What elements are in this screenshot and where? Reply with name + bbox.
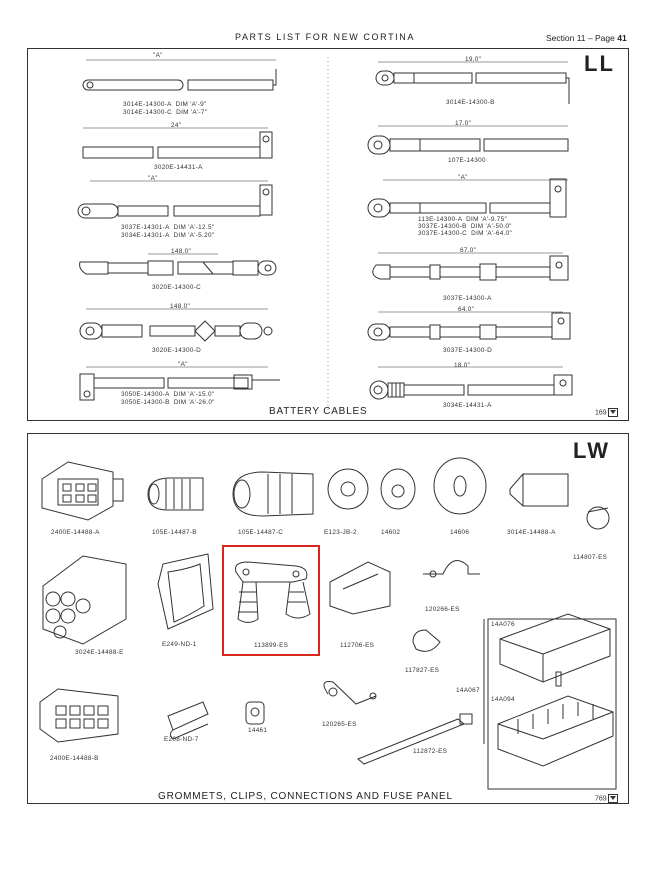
part-number: 3014E-14300-B: [446, 99, 495, 106]
dim-label: "A": [148, 175, 158, 182]
clip-120266-ES: [423, 560, 480, 578]
dim-label: 148.0": [171, 248, 192, 255]
part-number: 3014E-14300-A DIM 'A'-9" 3014E-14300-C D…: [123, 101, 208, 116]
cable-3034E-14431-A: [369, 366, 573, 400]
clip-120265-ES: [323, 681, 377, 705]
highlighted-part-box: [222, 545, 320, 656]
grommet-14602: [380, 468, 416, 510]
dim-label: 18.0": [454, 362, 471, 369]
part-number: 120265-ES: [322, 721, 357, 728]
panel-caption: GROMMETS, CLIPS, CONNECTIONS AND FUSE PA…: [158, 791, 453, 802]
cable-3014E-14300-A: [82, 59, 277, 91]
clip-117827-ES: [412, 629, 441, 652]
cable-3014E-14300-B: [375, 61, 570, 104]
dim-label: 67.0": [460, 247, 477, 254]
part-number: E123-JB-2: [324, 529, 357, 536]
battery-cables-panel: LL "A" 24" "A" 148.0" 148.0" "A" 19.0" 1…: [27, 48, 629, 421]
part-number: 3014E-14488-A: [507, 529, 556, 536]
part-number: E208-ND-7: [164, 736, 199, 743]
clip-E249-ND-1: [157, 553, 214, 630]
connector-2400E-14488-A: [41, 461, 124, 521]
part-number: 3037E-14300-D: [443, 347, 493, 354]
part-number: 3020E-14300-C: [152, 284, 202, 291]
section-text: Section 11 – Page: [546, 33, 615, 43]
dim-label: "A": [153, 52, 163, 59]
dim-label: "A": [458, 174, 468, 181]
part-number: 113899-ES: [254, 642, 289, 649]
page-title: PARTS LIST FOR NEW CORTINA: [235, 32, 415, 42]
part-number: 3050E-14300-A DIM 'A'-15.0" 3050E-14300-…: [121, 391, 215, 406]
panel-page-number: 769: [595, 794, 618, 803]
part-number: 14606: [450, 529, 470, 536]
part-number: 112706-ES: [340, 642, 375, 649]
page-number-text: 169: [595, 409, 607, 417]
part-number: 3037E-14300-A: [443, 295, 492, 302]
part-number: 105E-14487-B: [152, 529, 197, 536]
connector-3024E-14488-E: [42, 555, 127, 645]
grommet-105E-14487-C: [232, 471, 314, 517]
part-number: 3020E-14431-A: [154, 164, 203, 171]
part-number: 3034E-14431-A: [443, 402, 492, 409]
part-number: 14A067: [456, 687, 480, 694]
page-number: 41: [617, 33, 627, 43]
clip-E208-ND-7: [167, 701, 209, 740]
connector-2400E-14488-B: [39, 688, 119, 743]
flag-icon: [607, 408, 618, 417]
part-number: 105E-14487-C: [238, 529, 284, 536]
part-number: E249-ND-1: [162, 641, 197, 648]
dim-label: 64.0": [458, 306, 475, 313]
cable-3020E-14300-D: [79, 308, 273, 342]
grommets-clips-illustrations: [39, 457, 617, 790]
part-number: 14461: [248, 727, 268, 734]
cable-107E-14300: [367, 125, 569, 155]
tie-112872-ES: [357, 713, 473, 765]
battery-cables-illustrations: [77, 57, 573, 411]
part-number: 113E-14300-A DIM 'A'-9.75" 3037E-14300-B…: [418, 216, 513, 237]
panel-page-number: 169: [595, 408, 618, 417]
part-number: 3020E-14300-D: [152, 347, 202, 354]
dim-label: 24": [171, 122, 182, 129]
dim-label: 19.0": [465, 56, 482, 63]
grommet-14606: [433, 457, 487, 515]
cable-3037E-14300-A: [372, 252, 569, 281]
dim-label: 17.0": [455, 120, 472, 127]
boot-3014E-14488-A: [509, 473, 569, 507]
cable-3050E-14300-A: [79, 366, 280, 401]
part-number: 2400E-14488-A: [51, 529, 100, 536]
grommets-clips-panel: LW 2400E-14488-A 105E-14487-B 105E-14487…: [27, 433, 629, 804]
fuse-panel-14A076: [483, 613, 617, 790]
grommet-113899-ES: [235, 561, 311, 623]
flag-icon: [607, 794, 618, 803]
cable-113E-14300-A: [367, 178, 568, 218]
cable-3037E-14300-D: [367, 311, 571, 341]
grommet-E123-JB-2: [327, 468, 369, 510]
part-number: 112872-ES: [413, 748, 448, 755]
part-number: 14A094: [491, 696, 515, 703]
part-number: 14A076: [491, 621, 515, 628]
dim-label: 148.0": [170, 303, 191, 310]
section-badge-ll: LL: [584, 51, 615, 76]
part-number: 114807-ES: [573, 554, 608, 561]
panel-caption: BATTERY CABLES: [269, 406, 368, 417]
cable-3020E-14431-A: [82, 127, 273, 159]
part-number: 3024E-14488-E: [75, 649, 124, 656]
part-number: 107E-14300: [448, 157, 486, 164]
part-number: 120266-ES: [425, 606, 460, 613]
section-label: Section 11 – Page 41: [546, 33, 627, 43]
clip-112706-ES: [329, 561, 391, 615]
part-number: 117827-ES: [405, 667, 440, 674]
page-number-text: 769: [595, 795, 607, 803]
part-number: 3037E-14301-A DIM 'A'-12.5" 3034E-14301-…: [121, 224, 215, 239]
dim-label: "A": [178, 361, 188, 368]
part-number: 2400E-14488-B: [50, 755, 99, 762]
part-number: 14602: [381, 529, 401, 536]
cable-3020E-14300-C: [79, 253, 277, 276]
cable-3037E-14301-A: [77, 180, 273, 219]
grommet-105E-14487-B: [147, 477, 204, 511]
clip-114807-ES: [586, 506, 610, 530]
connector-14461: [245, 701, 265, 725]
section-badge-lw: LW: [573, 438, 610, 463]
